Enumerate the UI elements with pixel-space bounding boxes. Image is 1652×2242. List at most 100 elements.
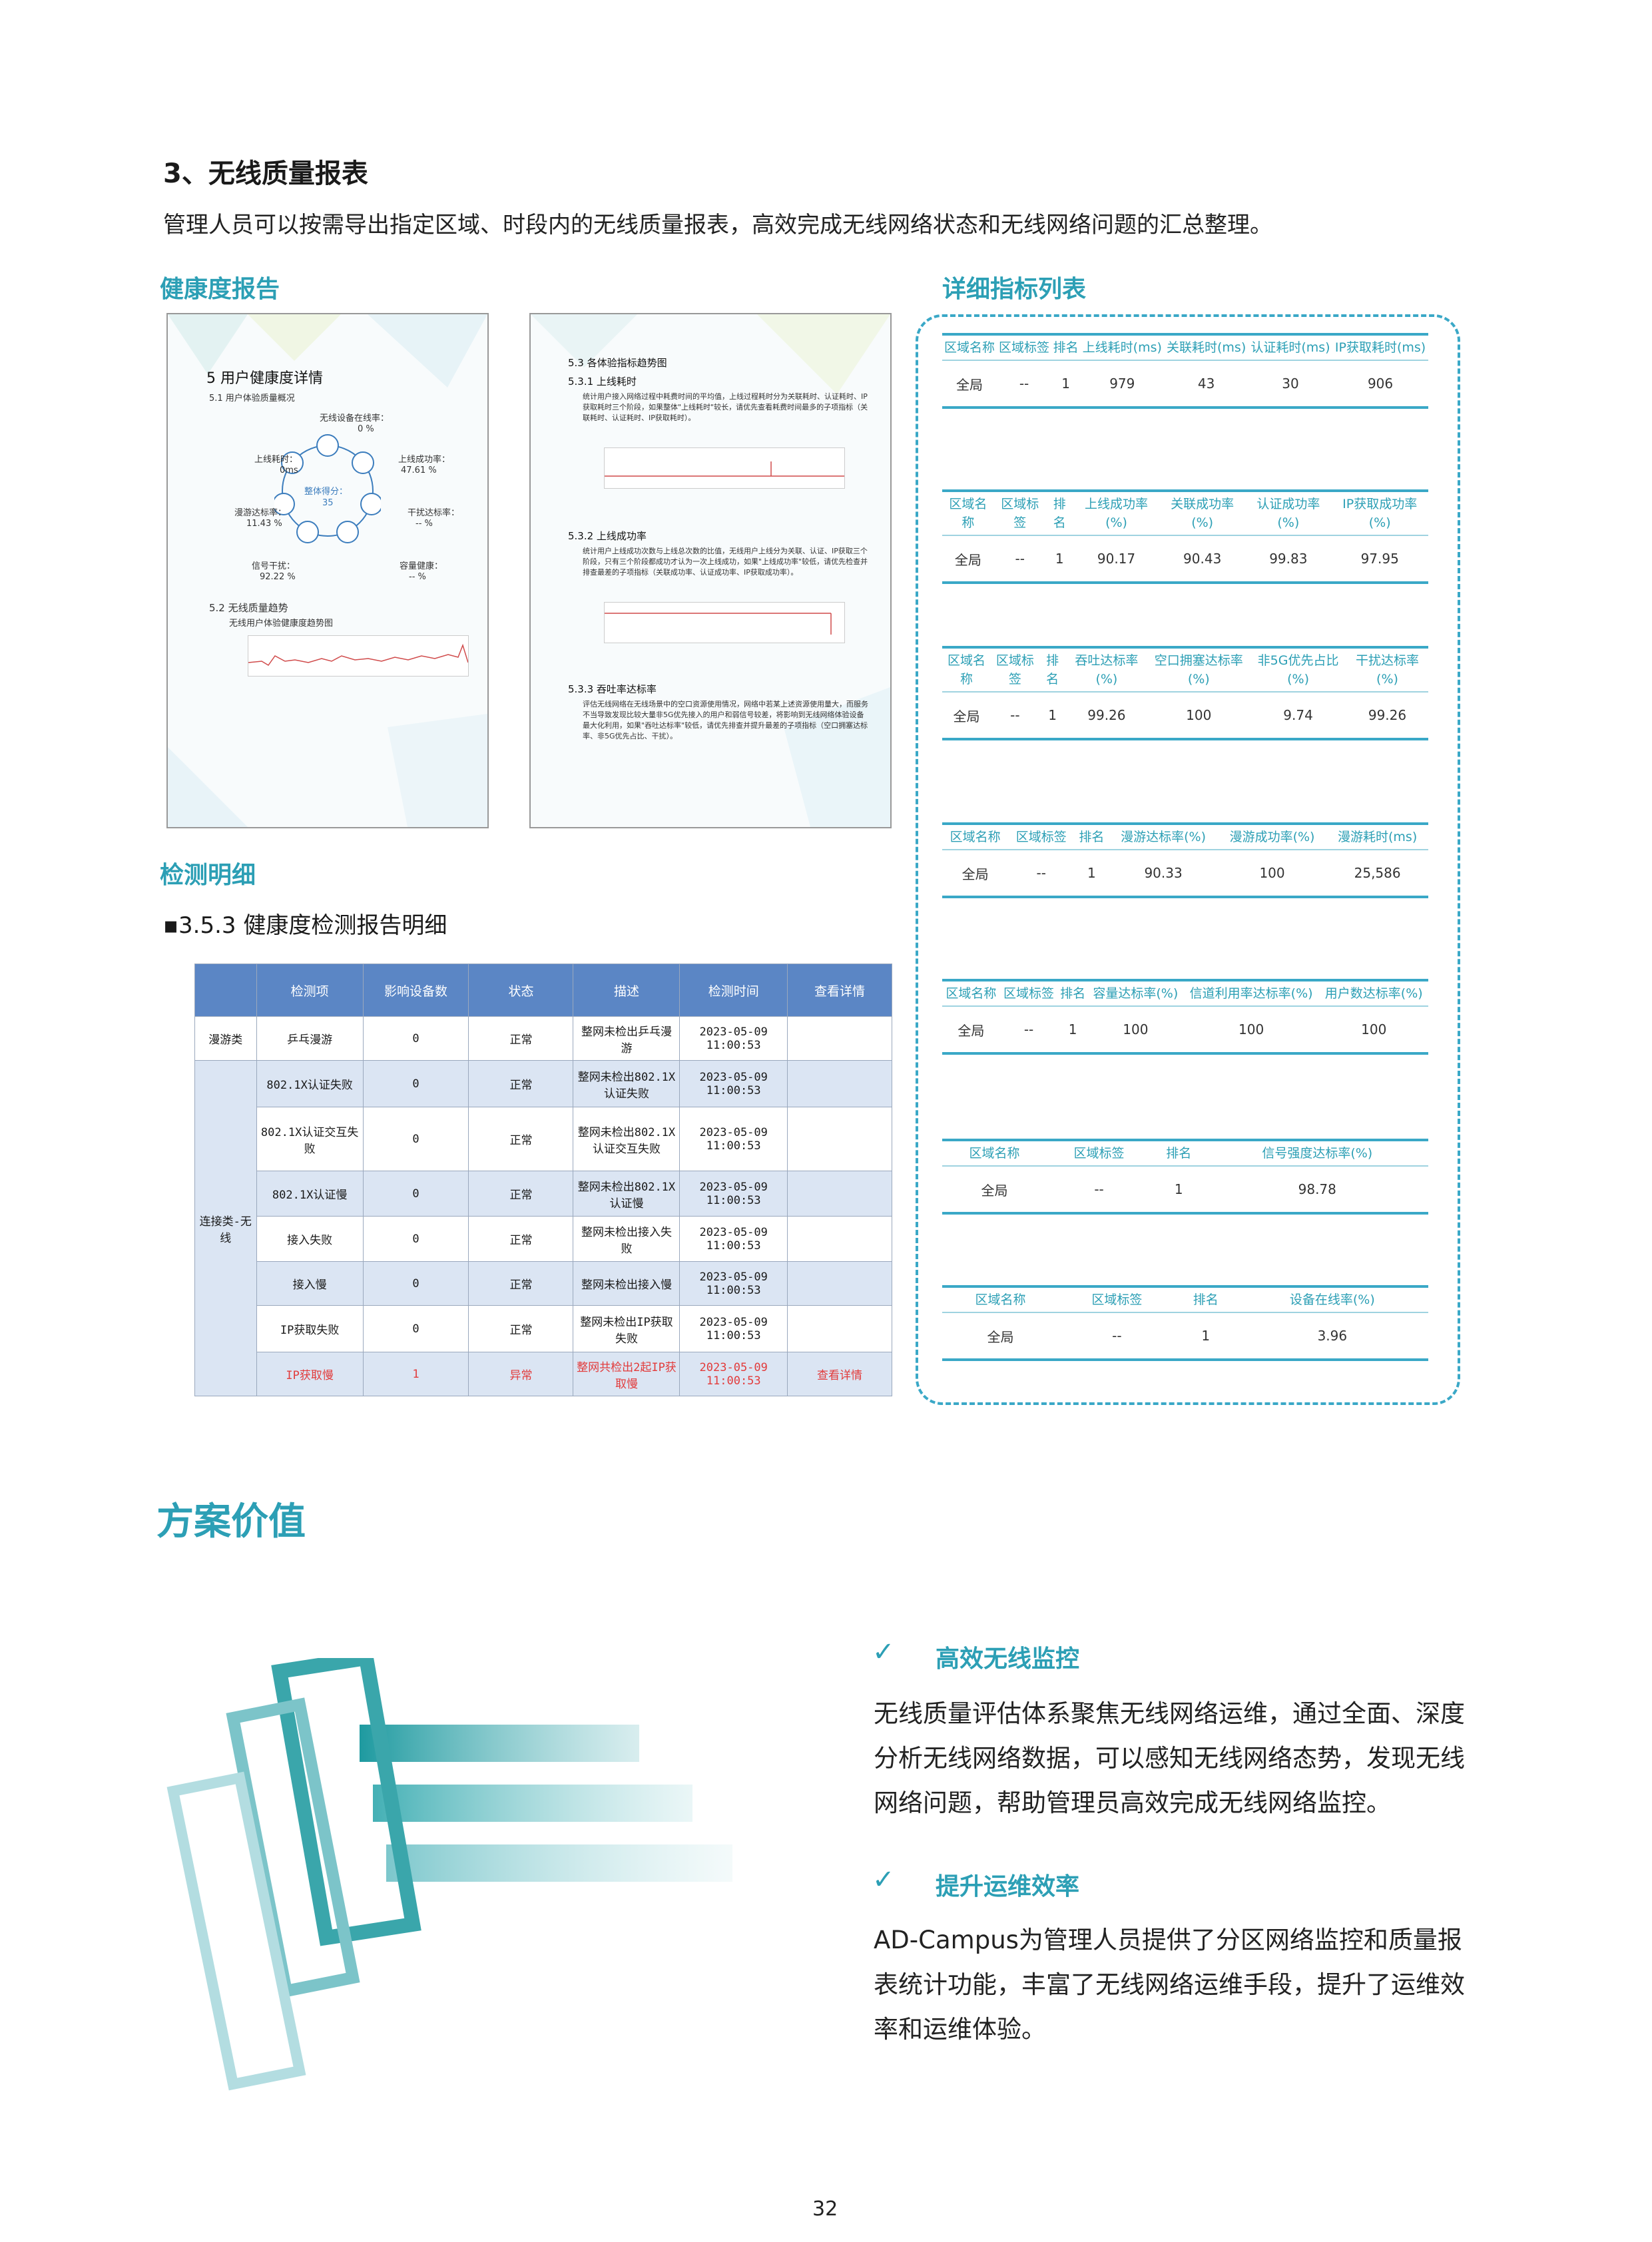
metrics-table-roaming: 区域名称区域标签排名漫游达标率(%)漫游成功率(%)漫游耗时(ms) 全局--1… — [942, 822, 1428, 898]
metric-cell: 全局 — [942, 1312, 1059, 1361]
metric-header: 排名 — [1039, 646, 1066, 693]
metric-header: 排名 — [1175, 1285, 1237, 1313]
status-cell: 正常 — [468, 1171, 574, 1217]
metric-header: 排名 — [1057, 979, 1088, 1007]
metric-cell: 90.43 — [1159, 535, 1246, 584]
detail-cell[interactable] — [786, 1171, 893, 1217]
status-cell: 正常 — [468, 1016, 574, 1061]
table-header-row: 检测项 影响设备数 状态 描述 检测时间 查看详情 — [194, 964, 893, 1017]
metric-header: 空口拥塞达标率(%) — [1147, 646, 1250, 693]
time-cell: 2023-05-09 11:00:53 — [679, 1016, 788, 1061]
column-header: 检测项 — [256, 964, 364, 1017]
item-cell: 802.1X认证失败 — [256, 1060, 364, 1107]
table-row: 接入慢 0 正常 整网未检出接入慢 2023-05-09 11:00:53 — [195, 1261, 893, 1306]
column-header: 查看详情 — [786, 964, 893, 1017]
metric-cell: 1 — [1175, 1312, 1237, 1361]
value-heading: 提升运维效率 — [936, 1873, 1080, 1900]
detail-cell[interactable] — [786, 1261, 893, 1306]
health-ring-diagram — [274, 434, 381, 543]
value-heading: 高效无线监控 — [936, 1645, 1080, 1673]
metric-header: 区域名称 — [942, 646, 991, 693]
detail-cell[interactable] — [786, 1216, 893, 1262]
metric-cell: -- — [993, 535, 1046, 584]
metric-cell: 90.17 — [1073, 535, 1160, 584]
value-paragraph: 无线质量评估体系聚焦无线网络运维，通过全面、深度分析无线网络数据，可以感知无线网… — [874, 1699, 1465, 1817]
metric-cell: 98.78 — [1206, 1166, 1428, 1215]
view-detail-link[interactable]: 查看详情 — [786, 1352, 893, 1396]
report-page-left: 5 用户健康度详情 5.1 用户体验质量概况 整体得分： 35 无线设备在线率：… — [166, 313, 489, 828]
item-cell: 乒乓漫游 — [256, 1016, 364, 1061]
metric-header: 区域名称 — [942, 1285, 1059, 1313]
metric-header: 设备在线率(%) — [1236, 1285, 1428, 1313]
doc-subheading: 5.3.3 吞吐率达标率 — [568, 683, 657, 695]
status-cell: 正常 — [468, 1261, 574, 1306]
health-trend-chart — [248, 635, 469, 677]
status-cell: 正常 — [468, 1060, 574, 1107]
metrics-table-throughput: 区域名称区域标签排名吞吐达标率(%)空口拥塞达标率(%)非5G优先占比(%)干扰… — [942, 646, 1428, 740]
metric-header: 区域标签 — [999, 979, 1058, 1007]
desc-cell: 整网未检出接入慢 — [573, 1261, 681, 1306]
count-cell: 0 — [362, 1305, 469, 1352]
detail-cell[interactable] — [786, 1107, 893, 1171]
metric-cell: 100 — [1183, 1006, 1320, 1055]
metric-label: 容量健康： — [400, 561, 443, 571]
metric-value: 11.43 % — [246, 519, 282, 529]
metric-cell: 全局 — [942, 692, 991, 740]
metric-header: 漫游达标率(%) — [1109, 822, 1218, 850]
metric-label: 干扰达标率： — [408, 508, 460, 518]
detection-table: 检测项 影响设备数 状态 描述 检测时间 查看详情 漫游类 乒乓漫游 0 正常 … — [194, 964, 893, 1396]
metric-label: 无线设备在线率： — [320, 414, 390, 423]
metric-header: 区域标签 — [1058, 1285, 1175, 1313]
metric-label: 上线耗时： — [254, 455, 298, 465]
detection-subtitle: ▪3.5.3 健康度检测报告明细 — [163, 912, 447, 939]
metric-cell: 100 — [1087, 1006, 1183, 1055]
metric-label: 信号干扰： — [252, 561, 296, 571]
detail-cell[interactable] — [786, 1016, 893, 1061]
detail-cell[interactable] — [786, 1060, 893, 1107]
book-pages-illustration — [166, 1658, 732, 2091]
metrics-list-heading: 详细指标列表 — [942, 276, 1087, 303]
metric-cell: -- — [997, 360, 1052, 409]
online-success-chart — [604, 602, 845, 643]
metric-header: 认证成功率(%) — [1245, 489, 1332, 536]
status-cell: 异常 — [468, 1352, 574, 1396]
doc-paragraph: 评估无线网络在无线场景中的空口资源使用情况，网络中若某上述资源使用量大，而服务不… — [583, 700, 868, 740]
metric-cell: 100 — [1147, 692, 1250, 740]
metric-cell: 979 — [1080, 360, 1165, 409]
metric-cell: 1 — [1074, 850, 1109, 898]
table-row: 连接类-无线 802.1X认证失败 0 正常 整网未检出802.1X认证失败 2… — [194, 1060, 893, 1396]
metric-cell: 全局 — [942, 850, 1009, 898]
value-paragraph: AD-Campus为管理人员提供了分区网络监控和质量报表统计功能，丰富了无线网络… — [874, 1926, 1465, 2044]
metric-cell: 全局 — [942, 1006, 1000, 1055]
doc-heading-1: 5 用户健康度详情 — [206, 370, 323, 387]
section-title: 3、无线质量报表 — [163, 158, 368, 189]
metric-cell: -- — [1058, 1312, 1175, 1361]
doc-heading-1: 5.3 各体验指标趋势图 — [568, 357, 667, 369]
desc-cell: 整网未检出IP获取失败 — [573, 1305, 681, 1352]
metric-cell: -- — [1047, 1166, 1152, 1215]
table-row: 漫游类 乒乓漫游 0 正常 整网未检出乒乓漫游 2023-05-09 11:00… — [194, 1016, 893, 1061]
count-cell: 0 — [362, 1016, 469, 1061]
desc-cell: 整网未检出802.1X认证失败 — [573, 1060, 681, 1107]
metric-value: 47.61 % — [401, 465, 437, 475]
item-cell: 接入慢 — [256, 1261, 364, 1306]
metric-header: 区域标签 — [993, 489, 1046, 536]
online-latency-chart — [604, 447, 845, 489]
metric-cell: 9.74 — [1250, 692, 1346, 740]
column-header: 影响设备数 — [362, 964, 469, 1017]
metric-cell: 90.33 — [1109, 850, 1218, 898]
detection-heading: 检测明细 — [160, 862, 256, 889]
metric-cell: 1 — [1051, 360, 1081, 409]
trend-chart-caption: 无线用户体验健康度趋势图 — [229, 619, 334, 629]
metric-header: 区域名称 — [942, 489, 994, 536]
doc-subheading: 5.3.2 上线成功率 — [568, 530, 647, 542]
metric-cell: 1 — [1039, 692, 1066, 740]
detail-cell[interactable] — [786, 1305, 893, 1352]
table-row-error: IP获取慢 1 异常 整网共检出2起IP获取慢 2023-05-09 11:00… — [195, 1352, 893, 1396]
desc-cell: 整网未检出接入失败 — [573, 1216, 681, 1262]
metric-header: 排名 — [1045, 489, 1073, 536]
value-section-title: 方案价值 — [156, 1500, 306, 1543]
metric-header: 吞吐达标率(%) — [1065, 646, 1148, 693]
